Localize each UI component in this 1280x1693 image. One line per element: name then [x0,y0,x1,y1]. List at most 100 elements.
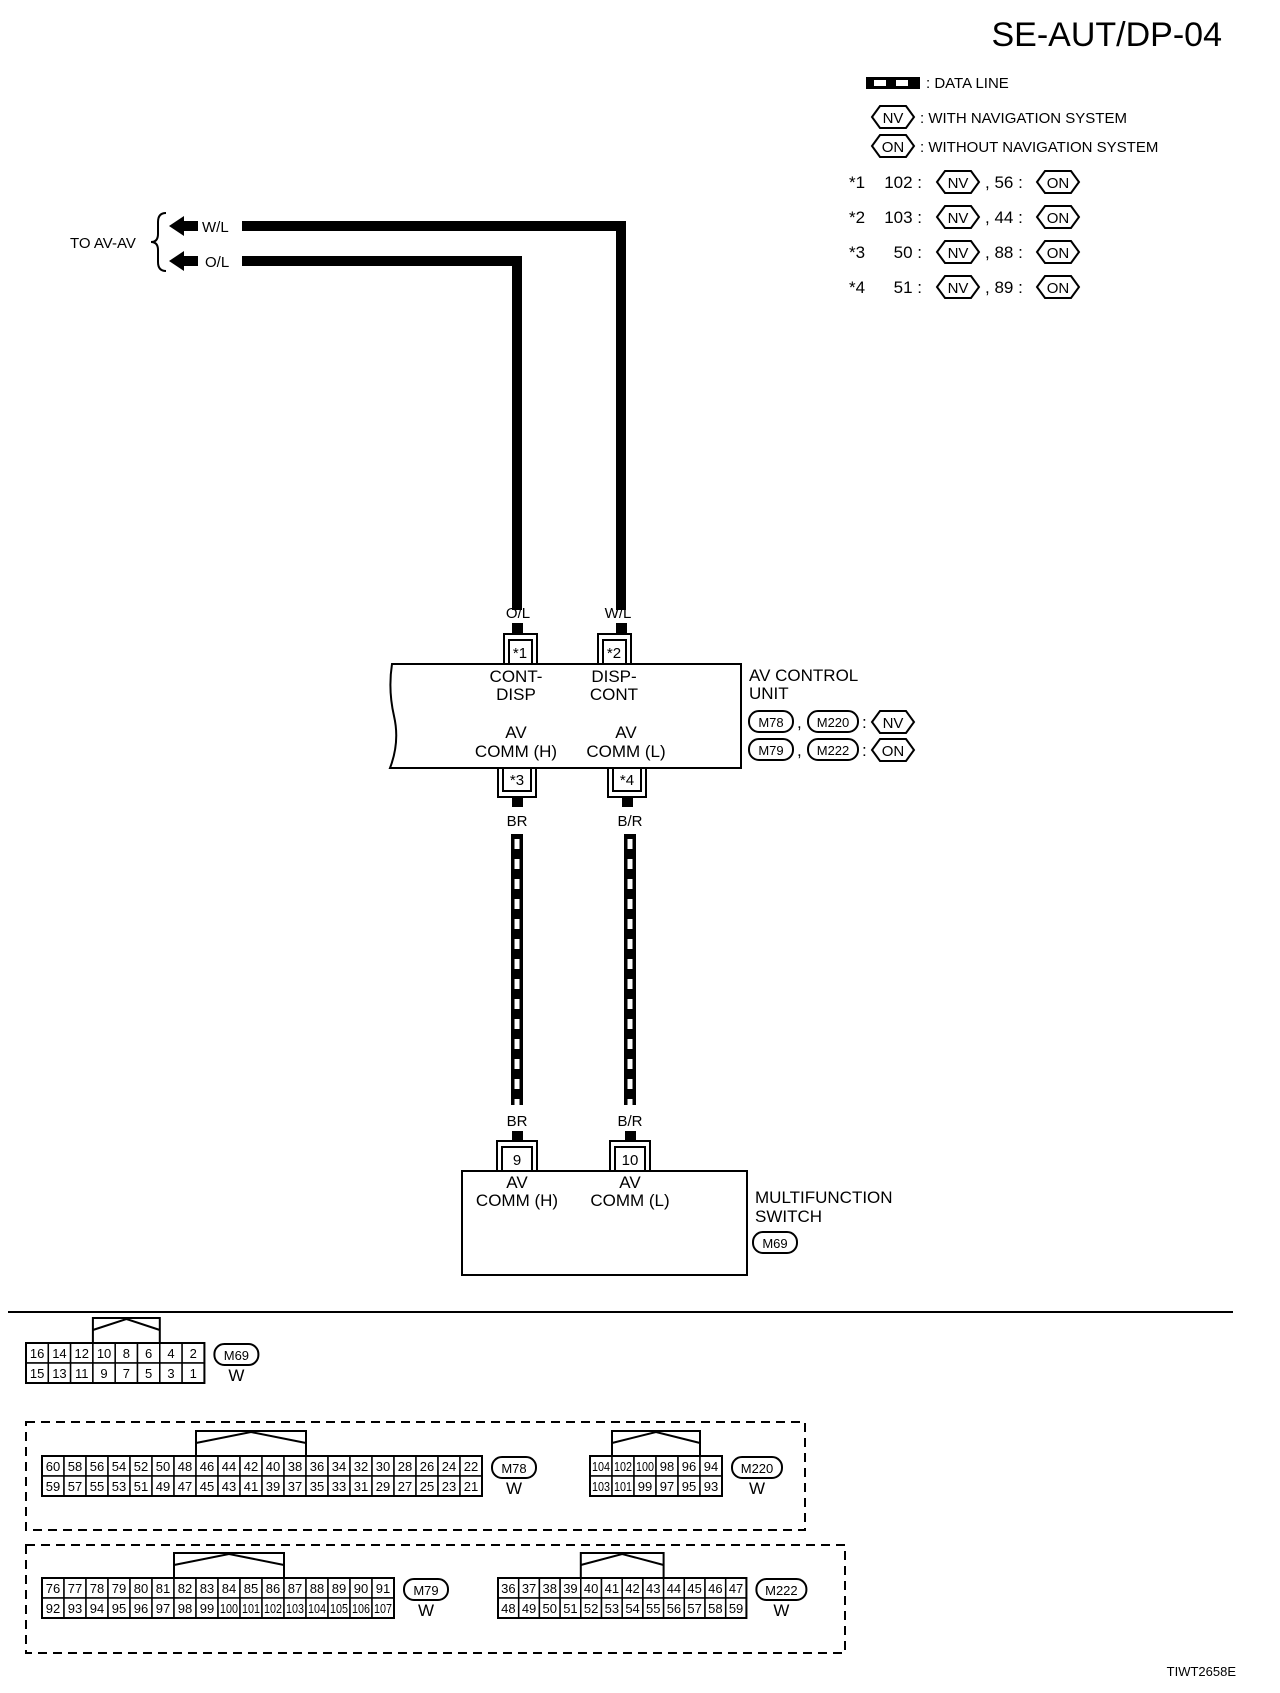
av-control-unit: *1 *2 CONT- DISP DISP- CONT AV COMM (H) … [388,633,916,798]
mfs-av-comm-h-1: AV [506,1173,528,1192]
connector-pin-label: 55 [90,1479,104,1494]
svg-text:*3: *3 [510,772,524,789]
connector-pin-label: 81 [156,1581,170,1596]
svg-text:, 56 :: , 56 : [985,173,1023,192]
connector-color-code: W [749,1479,765,1498]
svg-text:,: , [797,741,802,760]
connector-pin-label: 47 [729,1581,743,1596]
connector-pin-label: 82 [178,1581,192,1596]
connector-pin-label: 39 [266,1479,280,1494]
svg-text:51 :: 51 : [894,278,922,297]
connector-pin-label: 7 [123,1366,130,1381]
connector-pin-label: 76 [46,1581,60,1596]
connector-pin-label: 35 [310,1479,324,1494]
svg-text:*2: *2 [607,645,621,662]
svg-text:M78: M78 [758,715,783,730]
connector-pin-label: 91 [376,1581,390,1596]
connector-pin-label: 50 [543,1601,557,1616]
connector-pin-label: 27 [398,1479,412,1494]
label-cont-disp-2: DISP [496,685,536,704]
svg-text:*2: *2 [849,208,865,227]
label-disp-cont-2: CONT [590,685,638,704]
figure-id: TIWT2658E [1167,1664,1237,1679]
svg-text:NV: NV [948,210,969,227]
mfs-name-2: SWITCH [755,1207,822,1226]
connector-pin-label: 88 [310,1581,324,1596]
connector-lock-tab [611,1430,701,1457]
connector-pin-label: 94 [704,1459,718,1474]
svg-text:M220: M220 [817,715,850,730]
svg-text:*1: *1 [849,173,865,192]
connector-pin-label: 45 [200,1479,214,1494]
connector-pin-label: 14 [52,1346,66,1361]
connector-pin-label: 1 [190,1366,197,1381]
connector-pin-label: 80 [134,1581,148,1596]
option-badge-icon: NV [870,710,916,734]
connector-pin-label: 40 [584,1581,598,1596]
connector-pin-label: 57 [68,1479,82,1494]
connector-badge: M78 [748,710,794,733]
connector-badge: M79 [748,738,794,761]
mfs-connector-badge: M69 [752,1231,798,1254]
on-badge-icon: ON [1035,205,1081,229]
arrow-wl [169,216,184,236]
svg-text:,: , [797,713,802,732]
svg-text:103 :: 103 : [884,208,922,227]
to-av-av-label: TO AV-AV [70,235,136,252]
connector-color-code: W [506,1479,522,1498]
svg-text:ON: ON [882,743,905,760]
connector-pin-label: 39 [563,1581,577,1596]
connector-pin-label: 44 [667,1581,681,1596]
group-box-on [25,1544,846,1654]
connector-lock-tab [195,1430,307,1457]
connector-pin-label: 16 [30,1346,44,1361]
legend: : DATA LINE NV : WITH NAVIGATION SYSTEM … [849,75,1158,299]
connector-pin-label: 52 [584,1601,598,1616]
av-control-unit-name-2: UNIT [749,684,789,703]
arrow-ol [169,251,184,271]
connector-pin-label: 52 [134,1459,148,1474]
connector-pin-label: 46 [200,1459,214,1474]
multifunction-switch: 9 10 AV COMM (H) AV COMM (L) MULTIFUNCTI… [461,1140,893,1276]
connector-pin-label: 77 [68,1581,82,1596]
av-control-unit-name-1: AV CONTROL [749,666,858,685]
connector-pin-label: 79 [112,1581,126,1596]
connector-pin-label: 93 [704,1479,718,1494]
av-comm-lines: BR B/R BR B/R [507,797,643,1141]
connector-pin-label: 12 [75,1346,89,1361]
connector-pin-label: 106 [352,1601,370,1616]
connector-color-code: W [228,1366,244,1385]
connector-pin-label: 54 [112,1459,126,1474]
connector-pin-label: 83 [200,1581,214,1596]
connector-pin-label: 92 [46,1601,60,1616]
svg-text:NV: NV [883,110,904,127]
connector-lock-tab [579,1552,665,1579]
connector-pin-label: 96 [682,1459,696,1474]
connector-pin-label: 49 [522,1601,536,1616]
connector-pin-label: 43 [222,1479,236,1494]
nv-badge-icon: NV [935,275,981,299]
connector-pin-label: 38 [288,1459,302,1474]
connector-pin-label: 100 [636,1459,654,1474]
connector-pin-label: 10 [97,1346,111,1361]
av-control-pin-1: *1 [503,633,538,665]
connector-pin-label: 60 [46,1459,60,1474]
svg-text:ON: ON [1047,280,1070,297]
connector-id-badge: M222 [755,1578,808,1601]
legend-nv-badge: NV [870,105,916,129]
connector-id-badge: M220 [731,1456,783,1479]
svg-text:9: 9 [513,1152,521,1169]
av-control-pin-2: *2 [597,633,632,665]
connector-color-code: W [773,1601,789,1620]
wire-label-br-bottom: BR [507,1113,528,1130]
legend-on-badge: ON [870,134,916,158]
on-badge-icon: ON [1035,275,1081,299]
connector-pin-label: 94 [90,1601,104,1616]
